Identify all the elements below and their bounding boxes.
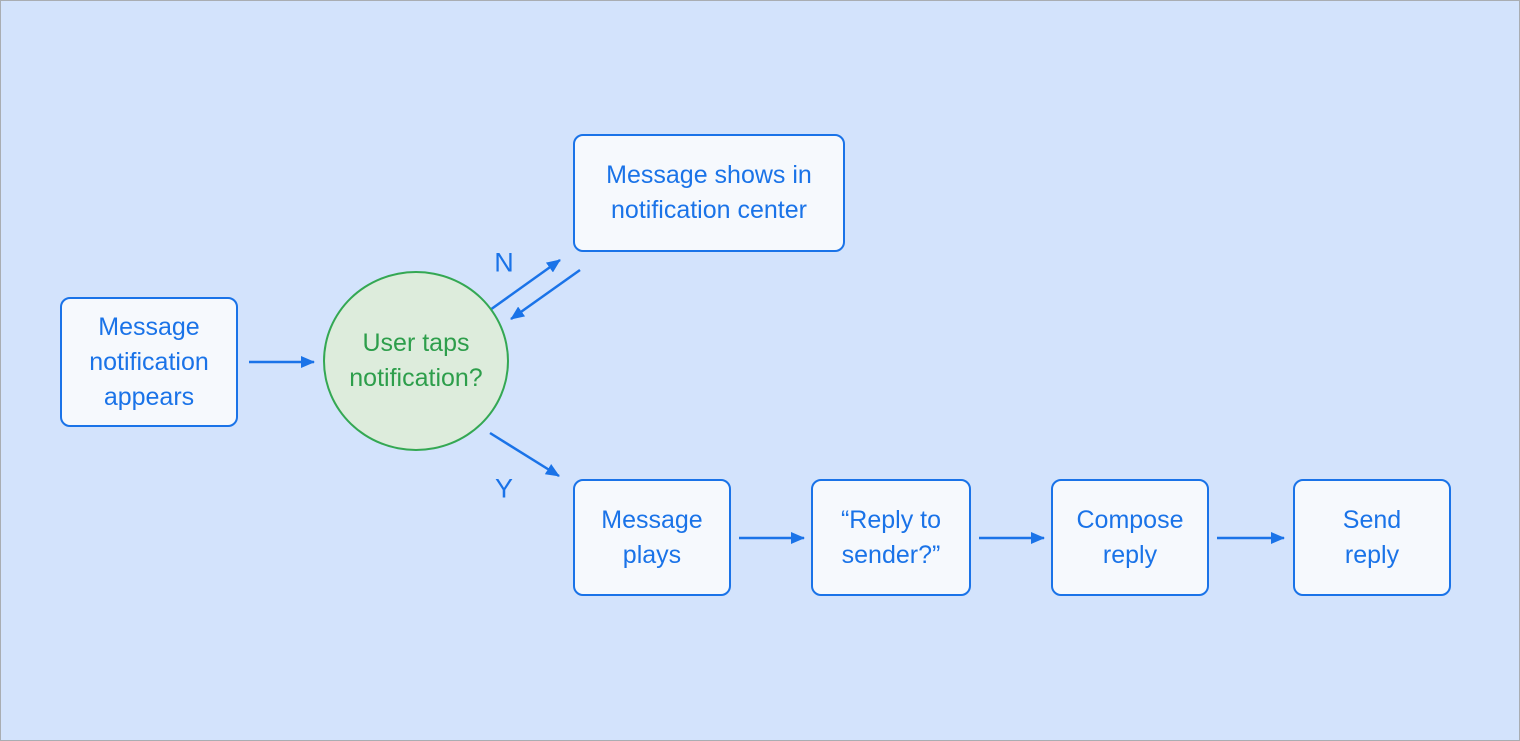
node-compose-reply: Compose reply xyxy=(1051,479,1209,596)
node-label: Message plays xyxy=(601,505,703,569)
node-message-plays: Message plays xyxy=(573,479,731,596)
node-message-notification-appears: Message notification appears xyxy=(60,297,238,427)
node-label: “Reply to sender?” xyxy=(840,505,942,569)
edge-label-yes: Y xyxy=(494,473,514,504)
node-message-shows-in-notification-center: Message shows in notification center xyxy=(573,134,845,252)
node-label: Message notification appears xyxy=(89,312,209,411)
node-label: Send reply xyxy=(1342,505,1402,569)
node-label: Message shows in notification center xyxy=(606,161,812,224)
edge-label-no: N xyxy=(494,247,514,278)
node-label: Compose reply xyxy=(1076,505,1184,569)
arrow-notification-center-to-decision xyxy=(510,268,581,321)
node-send-reply: Send reply xyxy=(1293,479,1451,596)
node-reply-to-sender: “Reply to sender?” xyxy=(811,479,971,596)
node-label: User taps notification? xyxy=(349,329,483,392)
arrow-decision-to-message-plays xyxy=(489,431,560,478)
node-user-taps-notification-decision: User taps notification? xyxy=(323,271,509,451)
